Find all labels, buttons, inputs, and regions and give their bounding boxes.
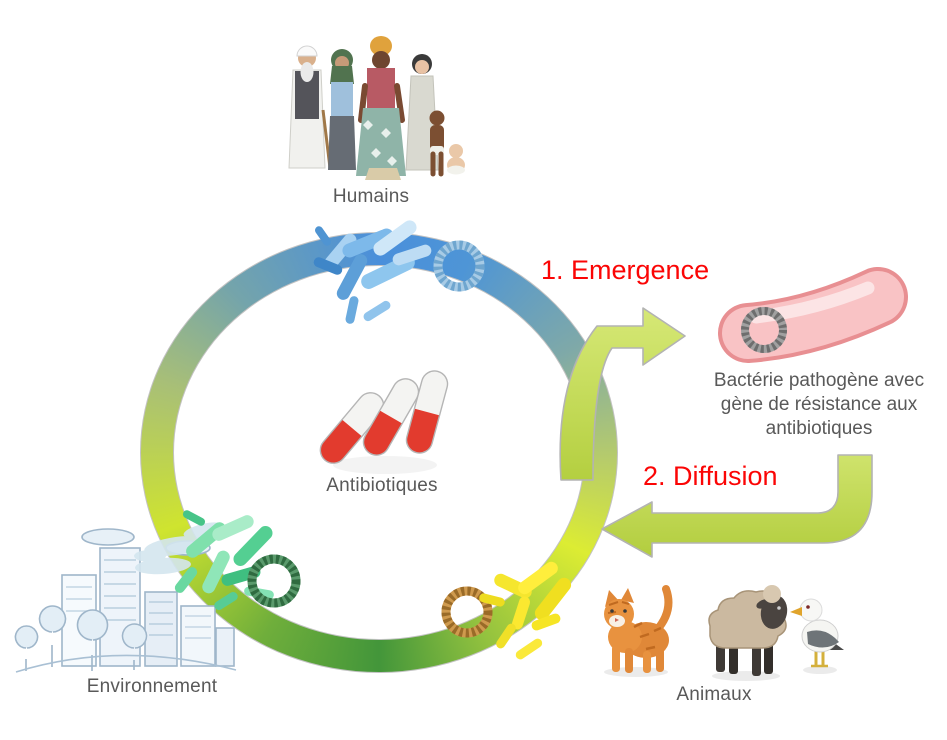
orange-plasmid-icon [441, 586, 493, 638]
cat-illustration [604, 585, 673, 677]
humans-group-illustration [288, 36, 465, 180]
green-plasmid-icon [247, 554, 301, 608]
pathogen-bacterium-icon [718, 267, 908, 363]
label-pathogen-caption: Bactérie pathogène avec gène de résistan… [713, 370, 925, 439]
environment-splash-shapes [134, 522, 223, 575]
blue-plasmid-icon [433, 240, 485, 292]
yellow-bacteria-cluster [479, 561, 572, 660]
label-humans: Humains [332, 186, 410, 207]
label-step2-diffusion: 2. Diffusion [643, 461, 778, 491]
sheep-illustration [708, 585, 788, 681]
blue-bacteria-cluster [313, 220, 432, 324]
green-bacteria-cluster [174, 510, 274, 611]
label-antibiotics: Antibiotiques [326, 475, 438, 496]
label-environment: Environnement [86, 676, 218, 697]
antibiotic-capsules-icon [319, 370, 449, 474]
seagull-illustration [790, 598, 844, 674]
label-animals: Animaux [676, 684, 752, 705]
emergence-arrow [559, 307, 686, 481]
diffusion-arrow [601, 454, 873, 558]
gray-plasmid-icon [741, 307, 787, 353]
label-step1-emergence: 1. Emergence [541, 255, 710, 285]
